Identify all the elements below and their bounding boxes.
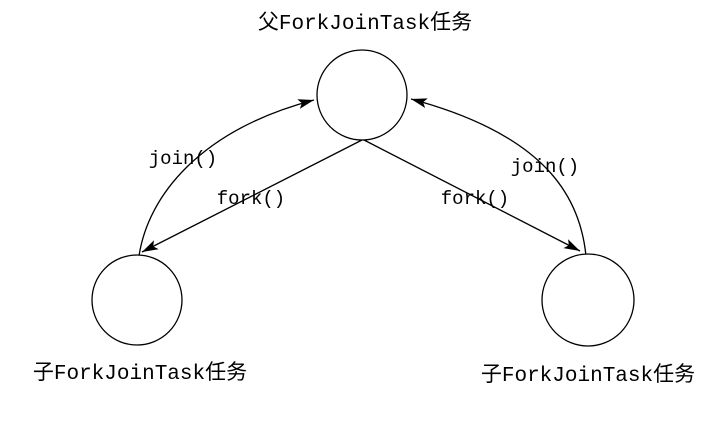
nodes-group [91, 49, 635, 347]
fork-label-left: fork() [217, 188, 285, 210]
fork-arrow-left [141, 139, 363, 253]
child-task-node-left [91, 254, 183, 346]
join-arrow-right [410, 98, 587, 257]
join-arrow-left [138, 99, 315, 257]
child-task-label-left: 子ForkJoinTask任务 [33, 361, 247, 386]
join-label-left: join() [149, 148, 217, 170]
fork-label-right: fork() [441, 188, 509, 210]
child-task-label-right: 子ForkJoinTask任务 [481, 363, 695, 388]
parent-task-label: 父ForkJoinTask任务 [258, 11, 472, 36]
parent-task-node [316, 49, 408, 141]
edges-group [138, 98, 587, 257]
labels-group: 父ForkJoinTask任务 子ForkJoinTask任务 子ForkJoi… [33, 11, 695, 388]
fork-arrow-right [363, 139, 581, 252]
join-label-right: join() [511, 156, 579, 178]
child-task-node-right [541, 253, 635, 347]
